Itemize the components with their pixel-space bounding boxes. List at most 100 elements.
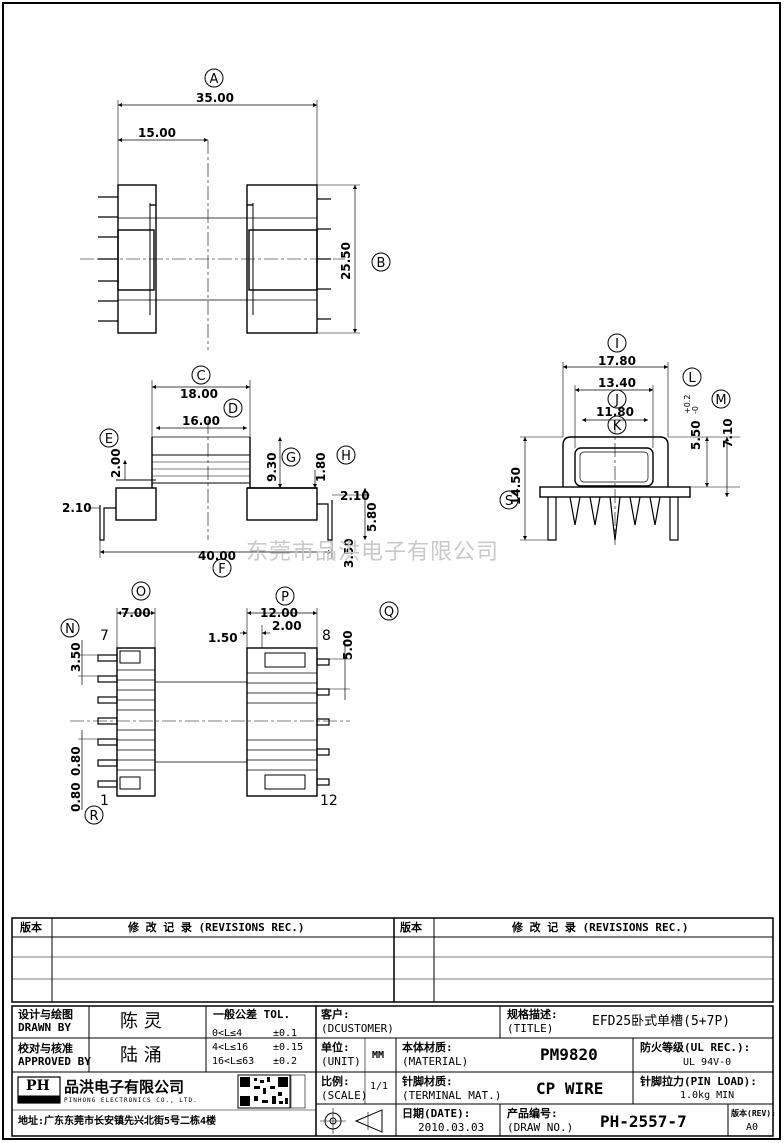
- company-name-en: PINHONG ELECTRONICS CO., LTD.: [64, 1097, 198, 1104]
- pinload-value: 1.0kg MIN: [680, 1090, 735, 1101]
- customer-cn: 客户:: [321, 1008, 350, 1021]
- rev-cn: 版本(REV):: [731, 1109, 776, 1118]
- top-view: [80, 100, 360, 350]
- callout-s: S: [505, 494, 513, 509]
- dim-16: 16.00: [182, 414, 220, 428]
- callout-d: D: [228, 402, 238, 417]
- callout-p: P: [281, 590, 289, 605]
- scale-en: (SCALE): [321, 1089, 368, 1102]
- scale-value: 1/1: [370, 1081, 389, 1092]
- tolerance-range-1: 0<L≤4: [212, 1028, 243, 1039]
- unit-en: (UNIT): [321, 1055, 361, 1068]
- callouts: [60, 68, 731, 825]
- callout-c: C: [196, 369, 205, 384]
- pinload-cn: 针脚拉力(PIN LOAD):: [640, 1075, 757, 1088]
- drawno-value: PH-2557-7: [600, 1112, 687, 1131]
- drawno-en: (DRAW NO.): [507, 1121, 574, 1134]
- dim-9-30: 9.30: [265, 452, 279, 482]
- dim-7-10: 7.10: [721, 418, 735, 448]
- unit-cn: 单位:: [321, 1041, 350, 1054]
- pin-number-12: 12: [320, 793, 338, 809]
- title-en: (TITLE): [507, 1022, 554, 1035]
- tolerance-value-1: ±0.1: [273, 1028, 298, 1039]
- dim-2-10-left: 2.10: [62, 501, 92, 515]
- terminal-value: CP WIRE: [536, 1079, 604, 1098]
- callout-f: F: [218, 562, 225, 577]
- revisions-table: [11, 917, 774, 1003]
- front-view: [88, 380, 370, 558]
- tolerance-value-3: ±0.2: [273, 1056, 298, 1067]
- dim-13-40: 13.40: [598, 376, 636, 390]
- dim-0-80-b: 0.80: [69, 746, 83, 776]
- callout-j: J: [614, 393, 619, 408]
- pin-number-8: 8: [322, 628, 331, 644]
- material-en: (MATERIAL): [402, 1055, 469, 1068]
- side-view: [520, 362, 740, 545]
- dim-17-80: 17.80: [598, 354, 636, 368]
- terminal-cn: 针脚材质:: [402, 1075, 453, 1088]
- dim-15: 15.00: [138, 126, 176, 140]
- ul-cn: 防火等级(UL REC.):: [640, 1041, 751, 1054]
- approved-by-cn: 校对与核准: [18, 1042, 73, 1055]
- watermark: 东莞市品洪电子有限公司: [246, 540, 500, 565]
- rev-col-record-left: 修 改 记 录 (REVISIONS REC.): [128, 921, 305, 934]
- dim-3-50: 3.50: [342, 538, 356, 568]
- unit-value: MM: [372, 1050, 385, 1061]
- callout-k: K: [613, 419, 622, 434]
- dim-5-00: 5.00: [341, 630, 355, 660]
- tolerance-range-3: 16<L≤63: [212, 1056, 255, 1067]
- company-logo-text: PH: [26, 1078, 50, 1094]
- approved-by-en: APPROVED BY: [18, 1055, 91, 1068]
- date-cn: 日期(DATE):: [402, 1107, 471, 1120]
- designer-name: 陈 灵: [120, 1011, 162, 1032]
- dim-18: 18.00: [180, 387, 218, 401]
- pin-number-1: 1: [100, 793, 109, 809]
- callout-h: H: [341, 449, 351, 464]
- material-cn: 本体材质:: [402, 1041, 453, 1054]
- callout-letters: A B C D E F G H I J K L M N O P Q R S: [65, 72, 726, 824]
- drawno-cn: 产品编号:: [507, 1107, 558, 1120]
- ul-value: UL 94V-0: [683, 1057, 732, 1068]
- dim-1-50: 1.50: [208, 631, 238, 645]
- dim-7-00: 7.00: [121, 606, 151, 620]
- pin-number-7: 7: [100, 628, 109, 644]
- rev-col-version-right: 版本: [400, 921, 422, 934]
- title-block: [11, 1005, 774, 1137]
- callout-e: E: [105, 432, 113, 447]
- material-value: PM9820: [540, 1045, 598, 1064]
- rev-col-version-left: 版本: [20, 921, 42, 934]
- dim-25-50: 25.50: [339, 242, 353, 280]
- tolerance-title: 一般公差 TOL.: [213, 1008, 291, 1021]
- rev-value: A0: [746, 1122, 759, 1133]
- callout-n: N: [65, 622, 75, 637]
- callout-m: M: [715, 393, 726, 408]
- dim-2: 2.00: [109, 448, 123, 478]
- callout-g: G: [286, 451, 296, 466]
- dim-3-50-bottom: 3.50: [69, 642, 83, 672]
- title-value: EFD25卧式单槽(5+7P): [592, 1014, 731, 1029]
- tolerance-range-2: 4<L≤16: [212, 1042, 249, 1053]
- dim-0-80-a: 0.80: [69, 782, 83, 812]
- dim-40: 40.00: [198, 549, 236, 563]
- callout-o: O: [136, 585, 146, 600]
- rev-col-record-right: 修 改 记 录 (REVISIONS REC.): [512, 921, 689, 934]
- title-cn: 规格描述:: [507, 1008, 558, 1021]
- dim-5-50-tol-plus: +0.2: [683, 395, 692, 414]
- dim-35: 35.00: [196, 91, 234, 105]
- callout-q: Q: [384, 605, 394, 620]
- designed-by-cn: 设计与绘图: [18, 1008, 73, 1021]
- dim-5-50-tol-minus: -0: [691, 406, 700, 414]
- company-name-cn: 品洪电子有限公司: [64, 1078, 185, 1096]
- date-value: 2010.03.03: [418, 1121, 485, 1134]
- bottom-view: [70, 608, 350, 810]
- dim-14-50: 14.50: [509, 467, 523, 505]
- scale-cn: 比例:: [321, 1075, 350, 1088]
- dim-5-80: 5.80: [365, 502, 379, 532]
- dim-2-10-right: 2.10: [340, 489, 370, 503]
- company-address: 地址:广东东莞市长安镇先兴北街5号二栋4楼: [18, 1116, 217, 1127]
- callout-a: A: [210, 72, 219, 87]
- approver-name: 陆 涌: [120, 1045, 162, 1066]
- callout-l: L: [688, 371, 696, 386]
